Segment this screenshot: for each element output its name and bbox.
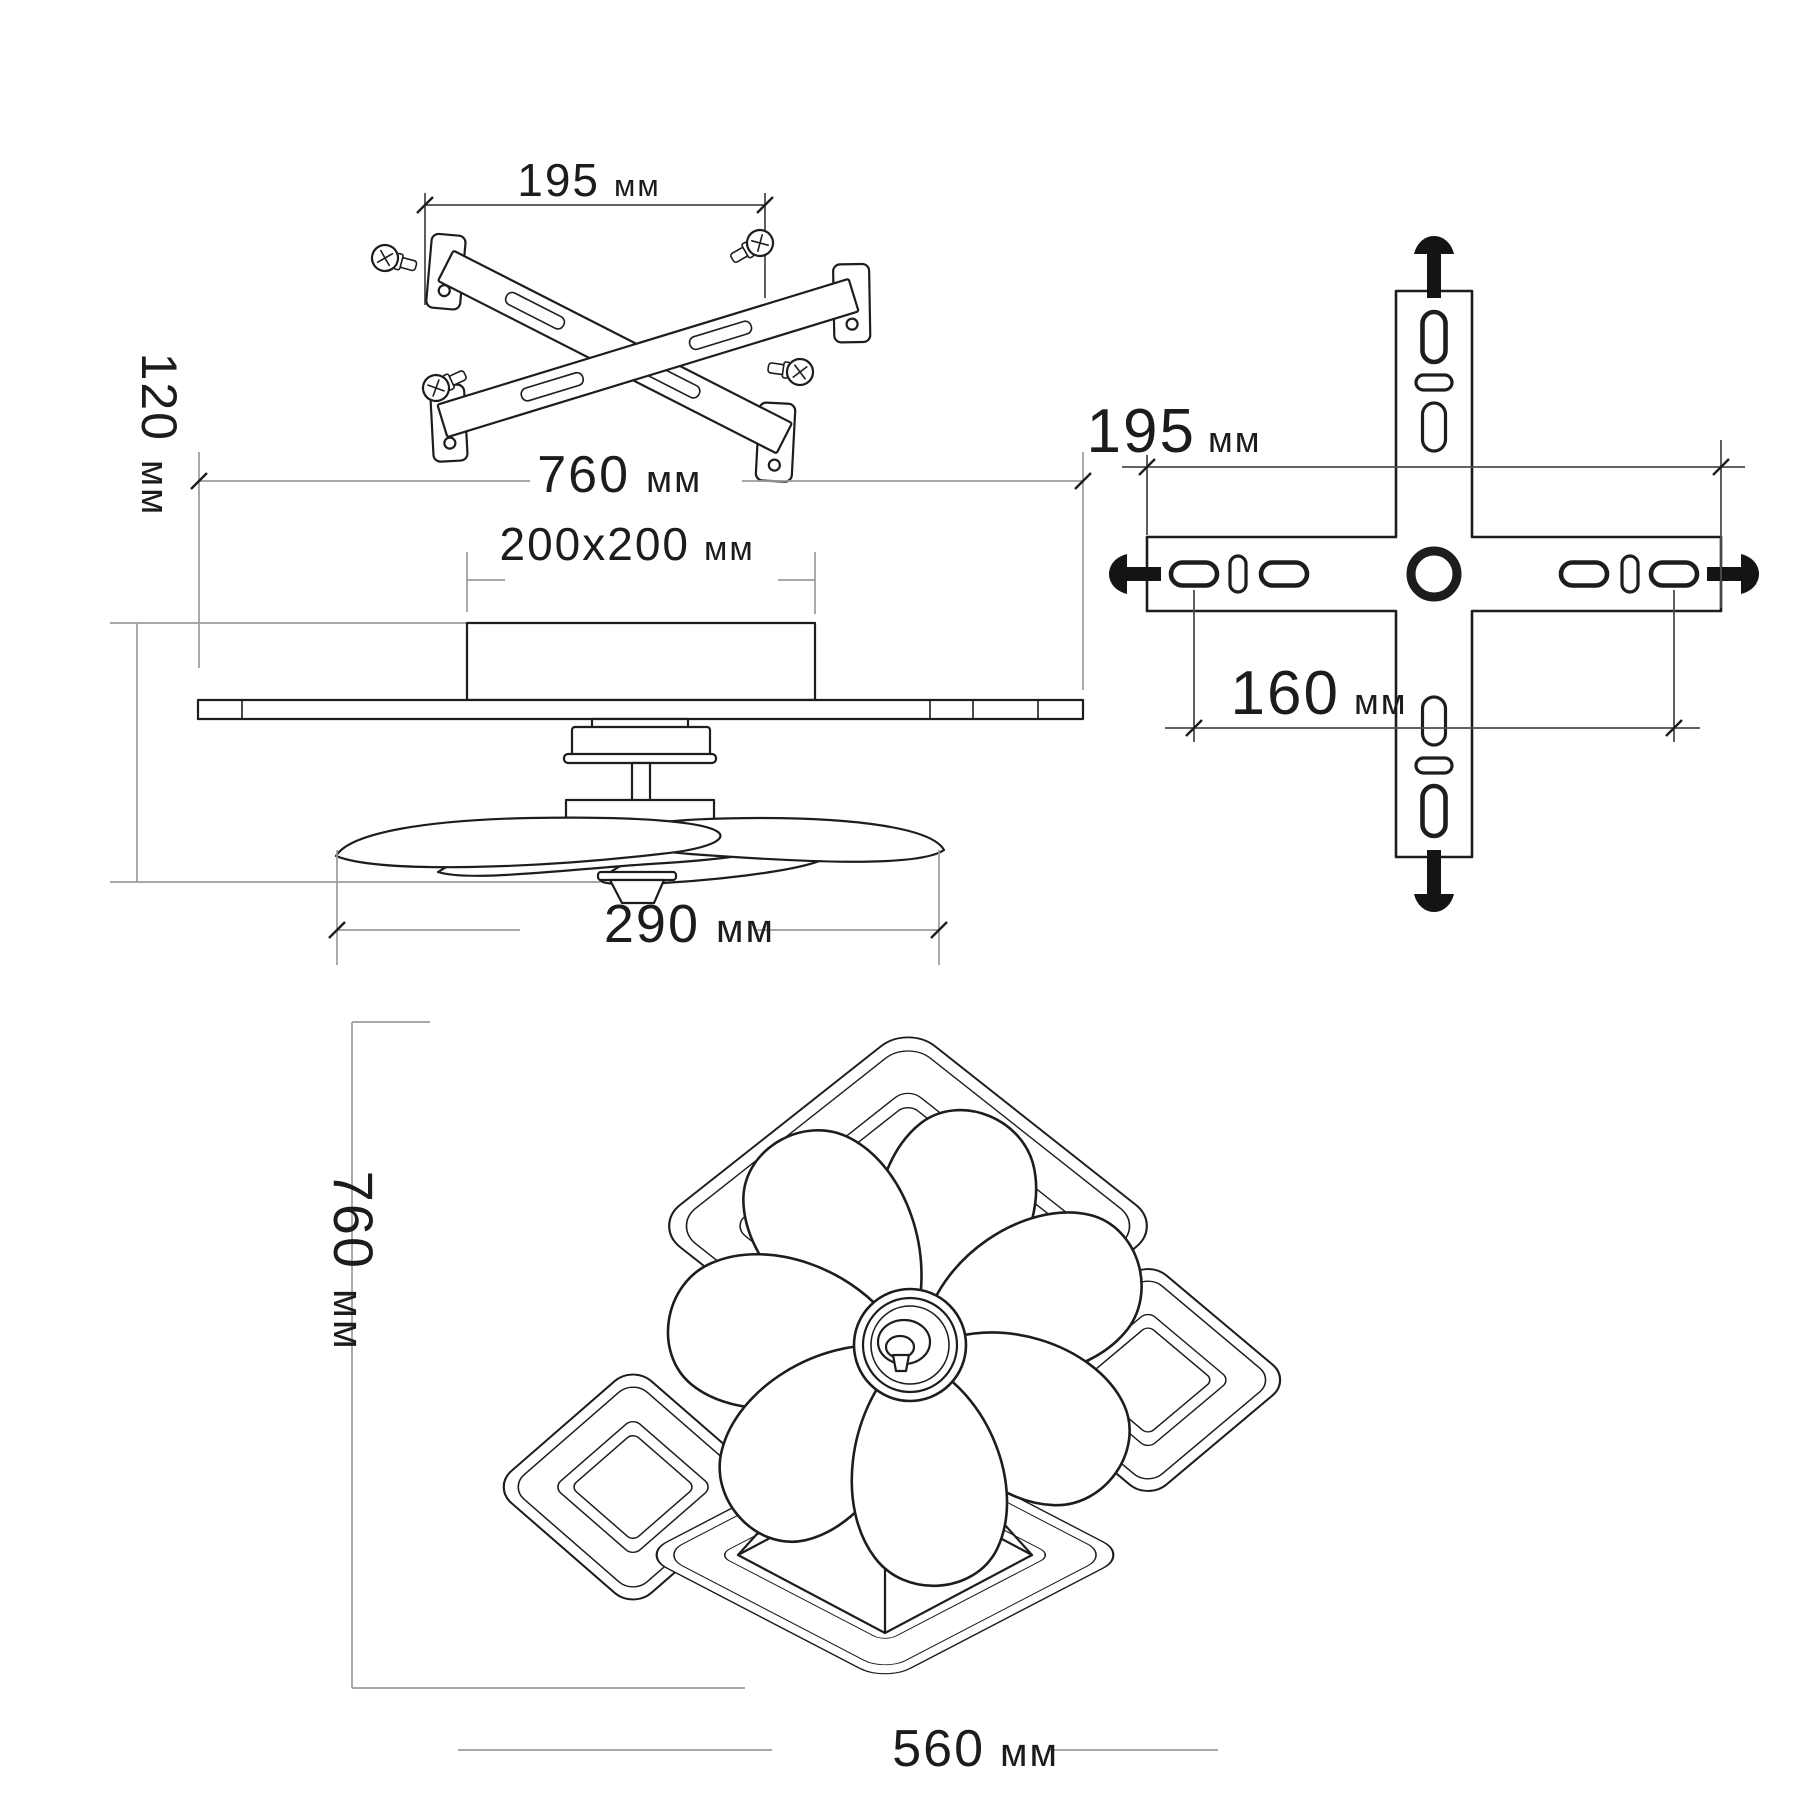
dim-side-fan-width: 290 мм xyxy=(328,850,948,965)
dim-side-overall-width-unit: мм xyxy=(646,459,702,501)
slot-hole xyxy=(1414,756,1454,775)
slot-hole xyxy=(1168,560,1220,588)
dim-tick xyxy=(1138,458,1156,476)
center-hole xyxy=(1406,546,1462,602)
dim-tick xyxy=(1665,719,1683,737)
slot-hole xyxy=(1420,401,1448,453)
bracket-assembly-view: 195 мм xyxy=(370,154,872,483)
side-view: 760 мм 200x200 мм 120 мм xyxy=(110,353,1092,965)
dim-plate-length-value: 195 xyxy=(1087,397,1196,466)
slot-hole xyxy=(1620,554,1640,594)
dim-side-height-unit: мм xyxy=(133,460,175,516)
slot-hole xyxy=(1420,309,1448,365)
fan-downrod xyxy=(630,761,652,803)
dim-tick xyxy=(1074,472,1092,490)
screw-icon-top-left xyxy=(370,243,418,273)
ceiling-panel xyxy=(196,698,1085,721)
isometric-view: 760 мм 560 мм xyxy=(322,1021,1282,1778)
fan-isometric xyxy=(666,1108,1143,1587)
slot-hole xyxy=(1420,695,1448,747)
bracket-bar-ascending xyxy=(429,262,872,463)
dim-tick xyxy=(416,196,434,214)
dim-bracket-width: 195 мм xyxy=(416,154,774,305)
bolt-icon-right xyxy=(1707,554,1759,594)
slot-hole xyxy=(1420,783,1448,839)
dim-plate-length: 195 мм xyxy=(1087,397,1745,608)
slot-hole xyxy=(1228,554,1248,594)
fan-hub xyxy=(852,1287,968,1403)
dim-tick xyxy=(756,196,774,214)
dim-tick xyxy=(1712,458,1730,476)
dim-tick xyxy=(328,921,346,939)
dim-bracket-width-unit: мм xyxy=(614,168,661,203)
screw-icon-top-right xyxy=(730,228,775,264)
dim-iso-width-value: 560 xyxy=(892,1720,985,1778)
bolt-icon-top xyxy=(1414,236,1454,298)
canopy-box xyxy=(465,621,817,702)
dim-iso-depth: 760 мм xyxy=(322,1021,745,1689)
dim-side-canopy-unit: мм xyxy=(704,530,755,568)
dim-side-canopy: 200x200 мм xyxy=(466,518,816,614)
bolt-icon-left xyxy=(1109,554,1161,594)
dim-iso-depth-unit: мм xyxy=(325,1289,372,1351)
dim-plate-hole-spacing-unit: мм xyxy=(1354,681,1408,722)
dim-iso-width: 560 мм xyxy=(458,1720,1218,1778)
dim-side-overall-width: 760 мм xyxy=(190,446,1092,690)
dim-side-overall-width-value: 760 xyxy=(537,446,630,504)
fan-hub-cap-side xyxy=(596,870,678,882)
dim-side-height-value: 120 xyxy=(131,353,187,442)
dim-plate-hole-spacing-value: 160 xyxy=(1231,659,1340,728)
slot-hole xyxy=(1258,560,1310,588)
dim-plate-length-unit: мм xyxy=(1208,419,1262,460)
dim-iso-depth-value: 760 xyxy=(322,1171,385,1270)
dim-side-fan-width-unit: мм xyxy=(716,907,775,951)
dim-bracket-width-value: 195 xyxy=(517,154,600,206)
dim-side-height: 120 мм xyxy=(110,353,600,883)
dim-side-canopy-value: 200x200 xyxy=(500,518,691,570)
screw-icon-bottom-right xyxy=(767,357,815,387)
slot-hole xyxy=(1648,560,1700,588)
dim-tick xyxy=(1185,719,1203,737)
dim-tick xyxy=(190,472,208,490)
dim-plate-hole-spacing: 160 мм xyxy=(1165,590,1700,742)
mounting-plate-view: 195 мм 160 мм xyxy=(1087,236,1759,912)
slot-hole xyxy=(1414,373,1454,392)
dim-side-fan-width-value: 290 xyxy=(604,894,700,954)
dim-iso-width-unit: мм xyxy=(1000,1731,1059,1775)
fan-blades-side xyxy=(334,816,946,905)
bolt-icon-bottom xyxy=(1414,850,1454,912)
dim-tick xyxy=(930,921,948,939)
screw-icon-bottom-left xyxy=(421,370,467,403)
slot-hole xyxy=(1558,560,1610,588)
